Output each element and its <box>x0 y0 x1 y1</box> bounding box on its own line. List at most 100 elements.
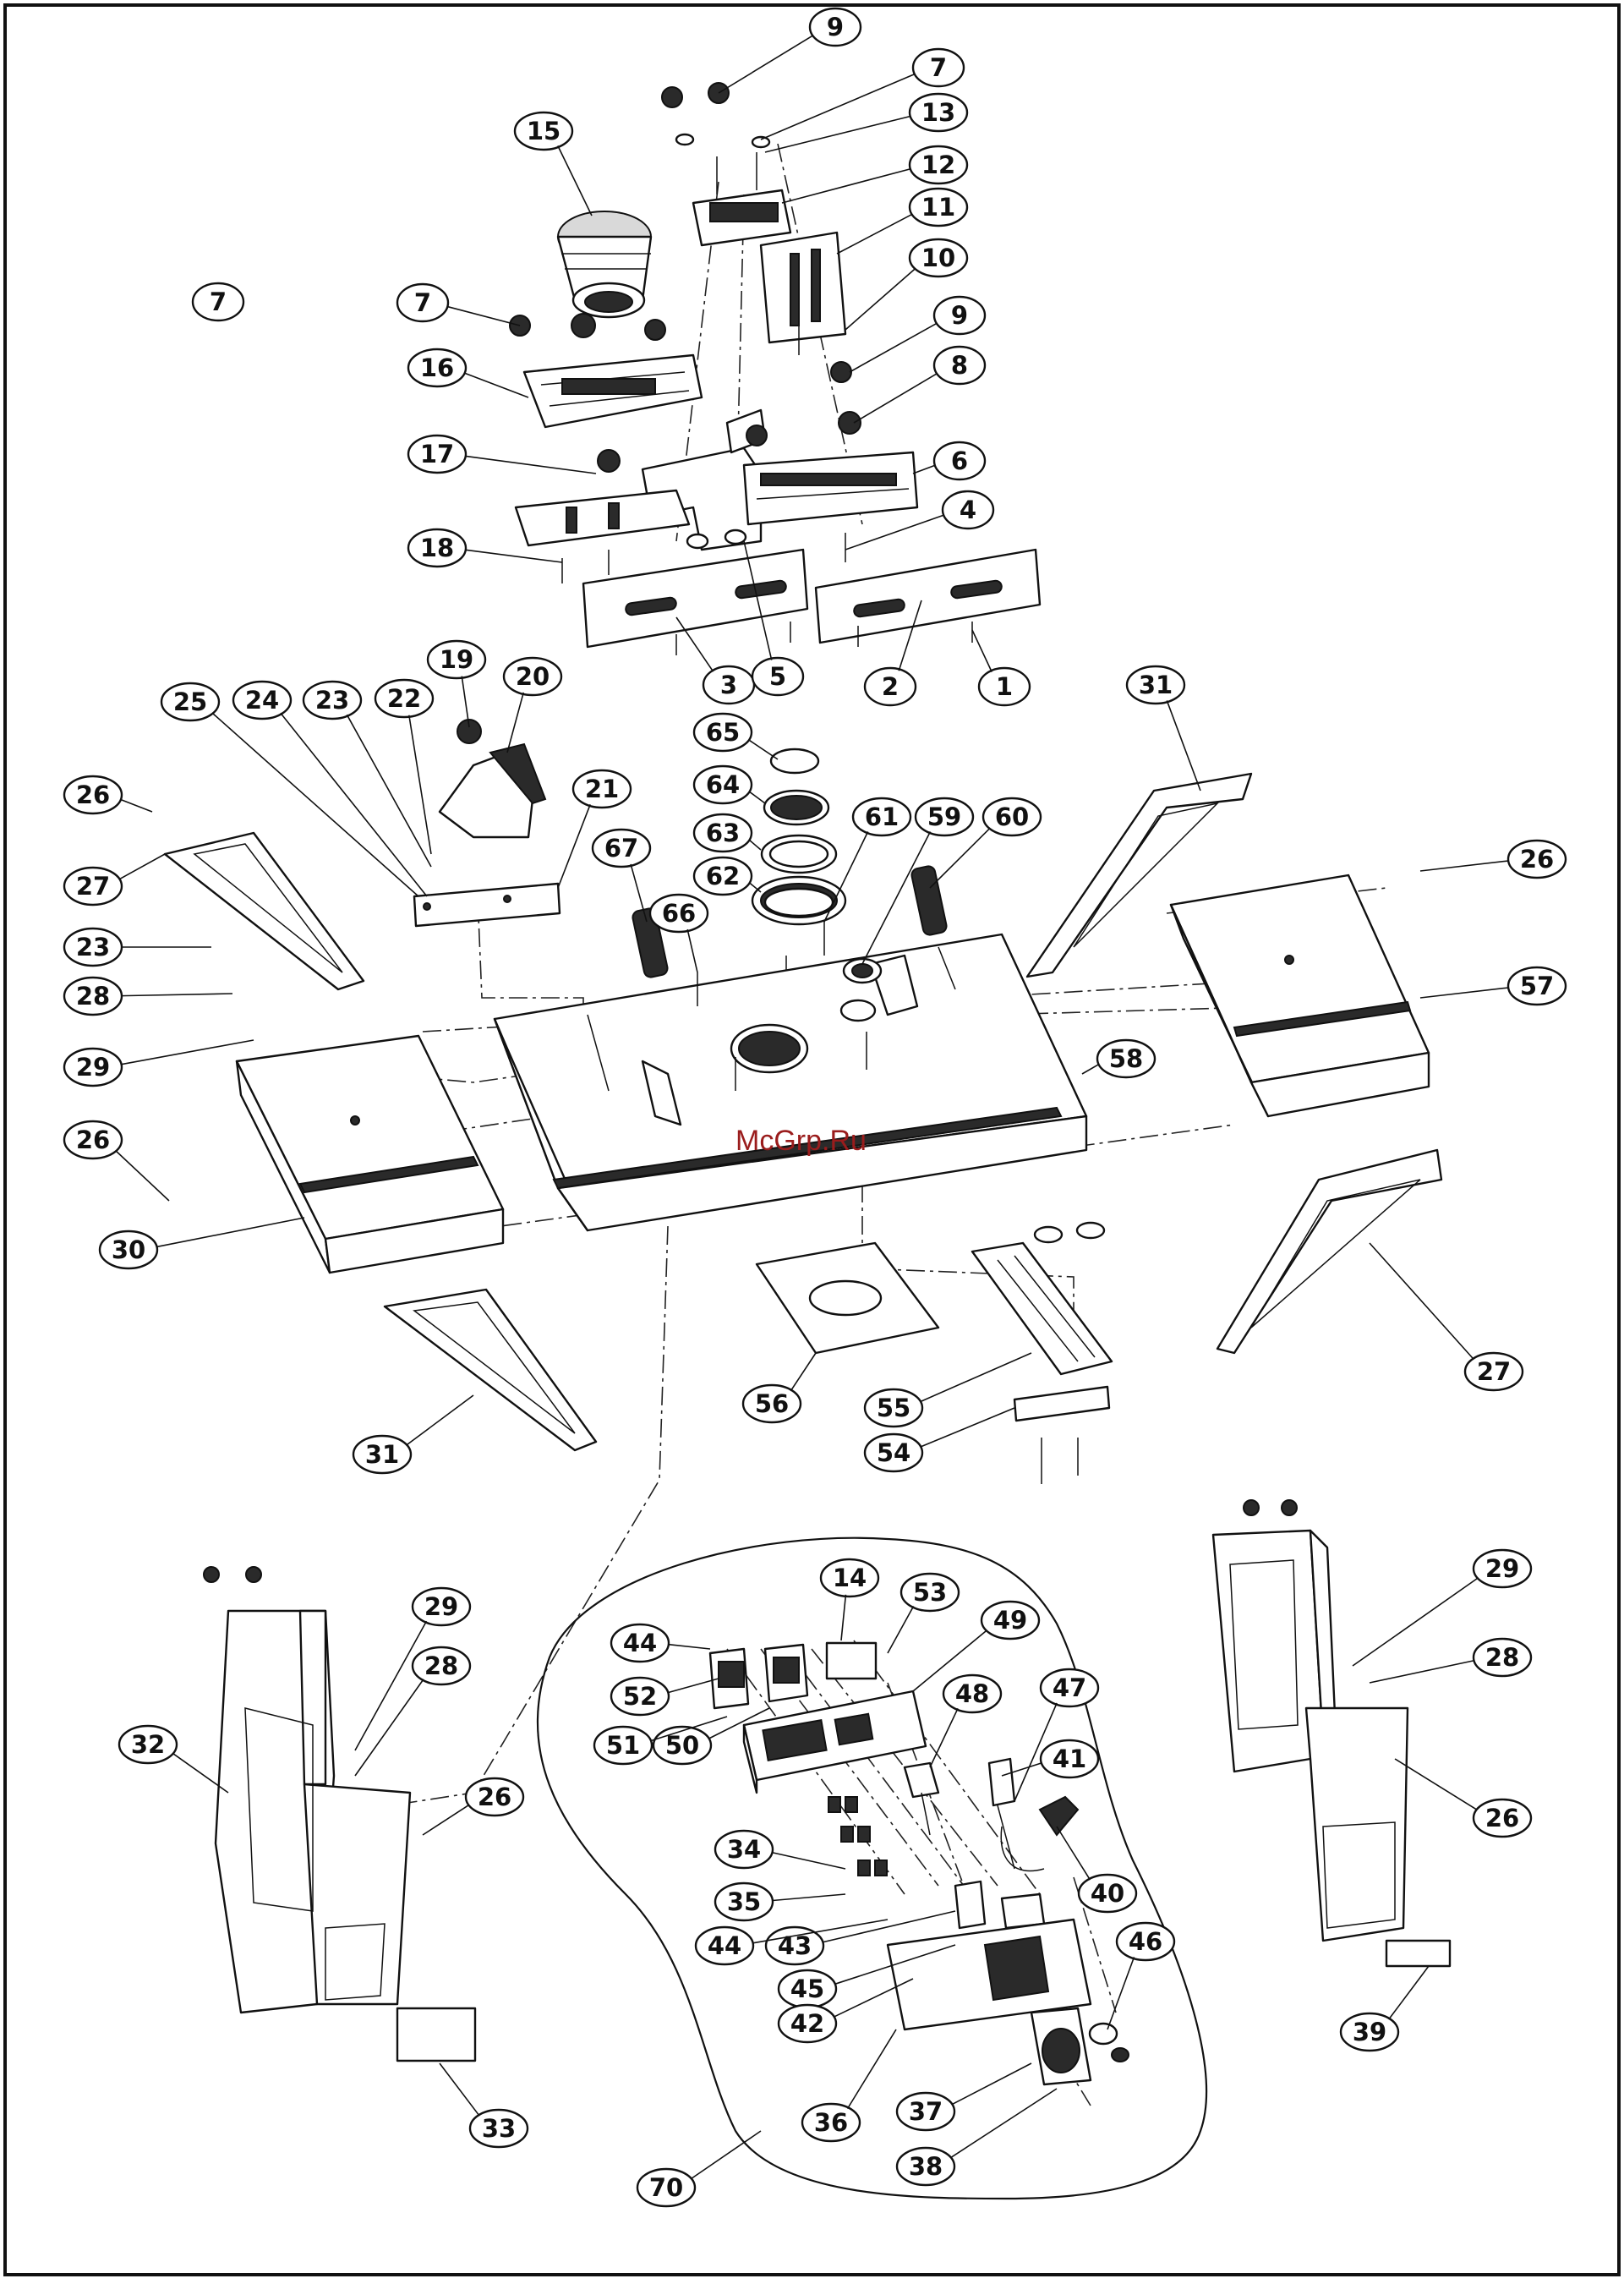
instruction-label-14 <box>827 1643 876 1679</box>
callout-63: 63 <box>694 814 752 852</box>
callout-22: 22 <box>375 680 433 717</box>
callout-number: 16 <box>420 353 454 382</box>
right-extension-wing <box>1171 875 1429 1116</box>
callout-28: 28 <box>64 978 122 1015</box>
callout-number: 18 <box>420 534 454 562</box>
leader-line-20 <box>507 693 523 753</box>
callout-number: 3 <box>720 671 737 699</box>
leader-line-29 <box>1353 1578 1478 1666</box>
leader-line-70 <box>691 2131 761 2179</box>
callout-48: 48 <box>943 1675 1001 1712</box>
callout-38: 38 <box>897 2148 954 2185</box>
callout-number: 15 <box>527 117 560 145</box>
callout-number: 24 <box>245 686 279 715</box>
leader-line-4 <box>845 515 943 550</box>
callout-50: 50 <box>653 1727 711 1764</box>
leader-line-30 <box>156 1218 304 1246</box>
leader-line-65 <box>749 740 778 759</box>
callout-number: 29 <box>1485 1554 1519 1583</box>
leader-line-13 <box>765 116 910 152</box>
warning-label-39 <box>1386 1941 1450 1966</box>
callout-number: 20 <box>516 662 550 691</box>
callout-29: 29 <box>64 1049 122 1086</box>
leader-line-58 <box>1082 1065 1099 1074</box>
callout-17: 17 <box>408 435 466 473</box>
fence-right-housing <box>744 452 917 524</box>
callout-51: 51 <box>594 1727 652 1764</box>
callout-66: 66 <box>650 895 708 932</box>
callout-number: 22 <box>387 684 421 713</box>
callout-number: 56 <box>755 1389 789 1418</box>
callout-6: 6 <box>934 442 985 479</box>
callout-number: 17 <box>420 440 454 468</box>
router-table-top <box>495 934 1086 1230</box>
leader-line-53 <box>888 1606 914 1653</box>
leader-line-55 <box>921 1353 1031 1402</box>
callout-number: 26 <box>76 781 110 809</box>
callout-number: 45 <box>790 1975 824 2003</box>
callout-20: 20 <box>504 658 561 695</box>
leader-line-26 <box>1395 1759 1477 1810</box>
callout-4: 4 <box>943 491 993 529</box>
fence-slide-plates <box>516 490 689 545</box>
leader-line-39 <box>1389 1966 1429 2019</box>
callout-24: 24 <box>233 682 291 719</box>
callout-number: 23 <box>76 933 110 961</box>
leader-line-36 <box>847 2029 896 2109</box>
leader-line-44 <box>669 1645 710 1649</box>
callout-number: 70 <box>649 2173 683 2202</box>
callout-67: 67 <box>593 830 650 867</box>
callout-31: 31 <box>353 1436 411 1473</box>
callout-number: 25 <box>173 687 207 716</box>
callout-31: 31 <box>1127 666 1184 704</box>
leader-line-66 <box>687 929 697 972</box>
callout-number: 28 <box>1485 1643 1519 1672</box>
leader-line-26 <box>423 1805 469 1835</box>
callout-19: 19 <box>428 641 485 678</box>
leader-line-27 <box>119 854 165 879</box>
callout-23: 23 <box>303 682 361 719</box>
callout-26: 26 <box>1508 841 1566 878</box>
leader-line-31 <box>1167 700 1200 791</box>
callout-number: 36 <box>814 2108 848 2137</box>
callout-number: 5 <box>769 662 786 691</box>
callout-47: 47 <box>1041 1669 1098 1706</box>
leader-line-26 <box>116 1150 169 1201</box>
callout-number: 58 <box>1109 1044 1143 1073</box>
callout-number: 26 <box>1520 845 1554 874</box>
facing-board-right <box>816 550 1040 643</box>
callout-32: 32 <box>119 1726 177 1763</box>
callout-7: 7 <box>193 283 243 320</box>
callout-26: 26 <box>466 1778 523 1816</box>
callout-26: 26 <box>1474 1799 1531 1837</box>
callout-number: 51 <box>606 1731 640 1760</box>
callout-9: 9 <box>810 8 861 46</box>
callout-60: 60 <box>983 798 1041 835</box>
callout-34: 34 <box>715 1831 773 1868</box>
leader-line-26 <box>1420 861 1508 871</box>
leader-line-18 <box>466 550 562 562</box>
callout-number: 30 <box>112 1235 145 1264</box>
callout-number: 12 <box>921 151 955 179</box>
stand-leg-right <box>1213 1500 1408 1941</box>
callout-number: 29 <box>76 1053 110 1082</box>
callout-55: 55 <box>865 1389 922 1427</box>
callout-number: 40 <box>1091 1879 1124 1908</box>
callout-56: 56 <box>743 1385 801 1422</box>
leader-line-48 <box>930 1708 958 1767</box>
callout-37: 37 <box>897 2093 954 2130</box>
callout-46: 46 <box>1117 1923 1174 1960</box>
featherboard-plate <box>761 233 845 342</box>
callout-9: 9 <box>934 297 985 334</box>
leader-line-6 <box>913 465 935 474</box>
callout-26: 26 <box>64 776 122 813</box>
callout-44: 44 <box>611 1624 669 1662</box>
callout-number: 54 <box>877 1438 910 1467</box>
leader-line-28 <box>1370 1661 1474 1683</box>
callout-number: 65 <box>706 718 740 747</box>
callout-number: 46 <box>1129 1927 1162 1956</box>
mounting-plate <box>757 1243 938 1353</box>
callout-number: 8 <box>951 351 968 380</box>
